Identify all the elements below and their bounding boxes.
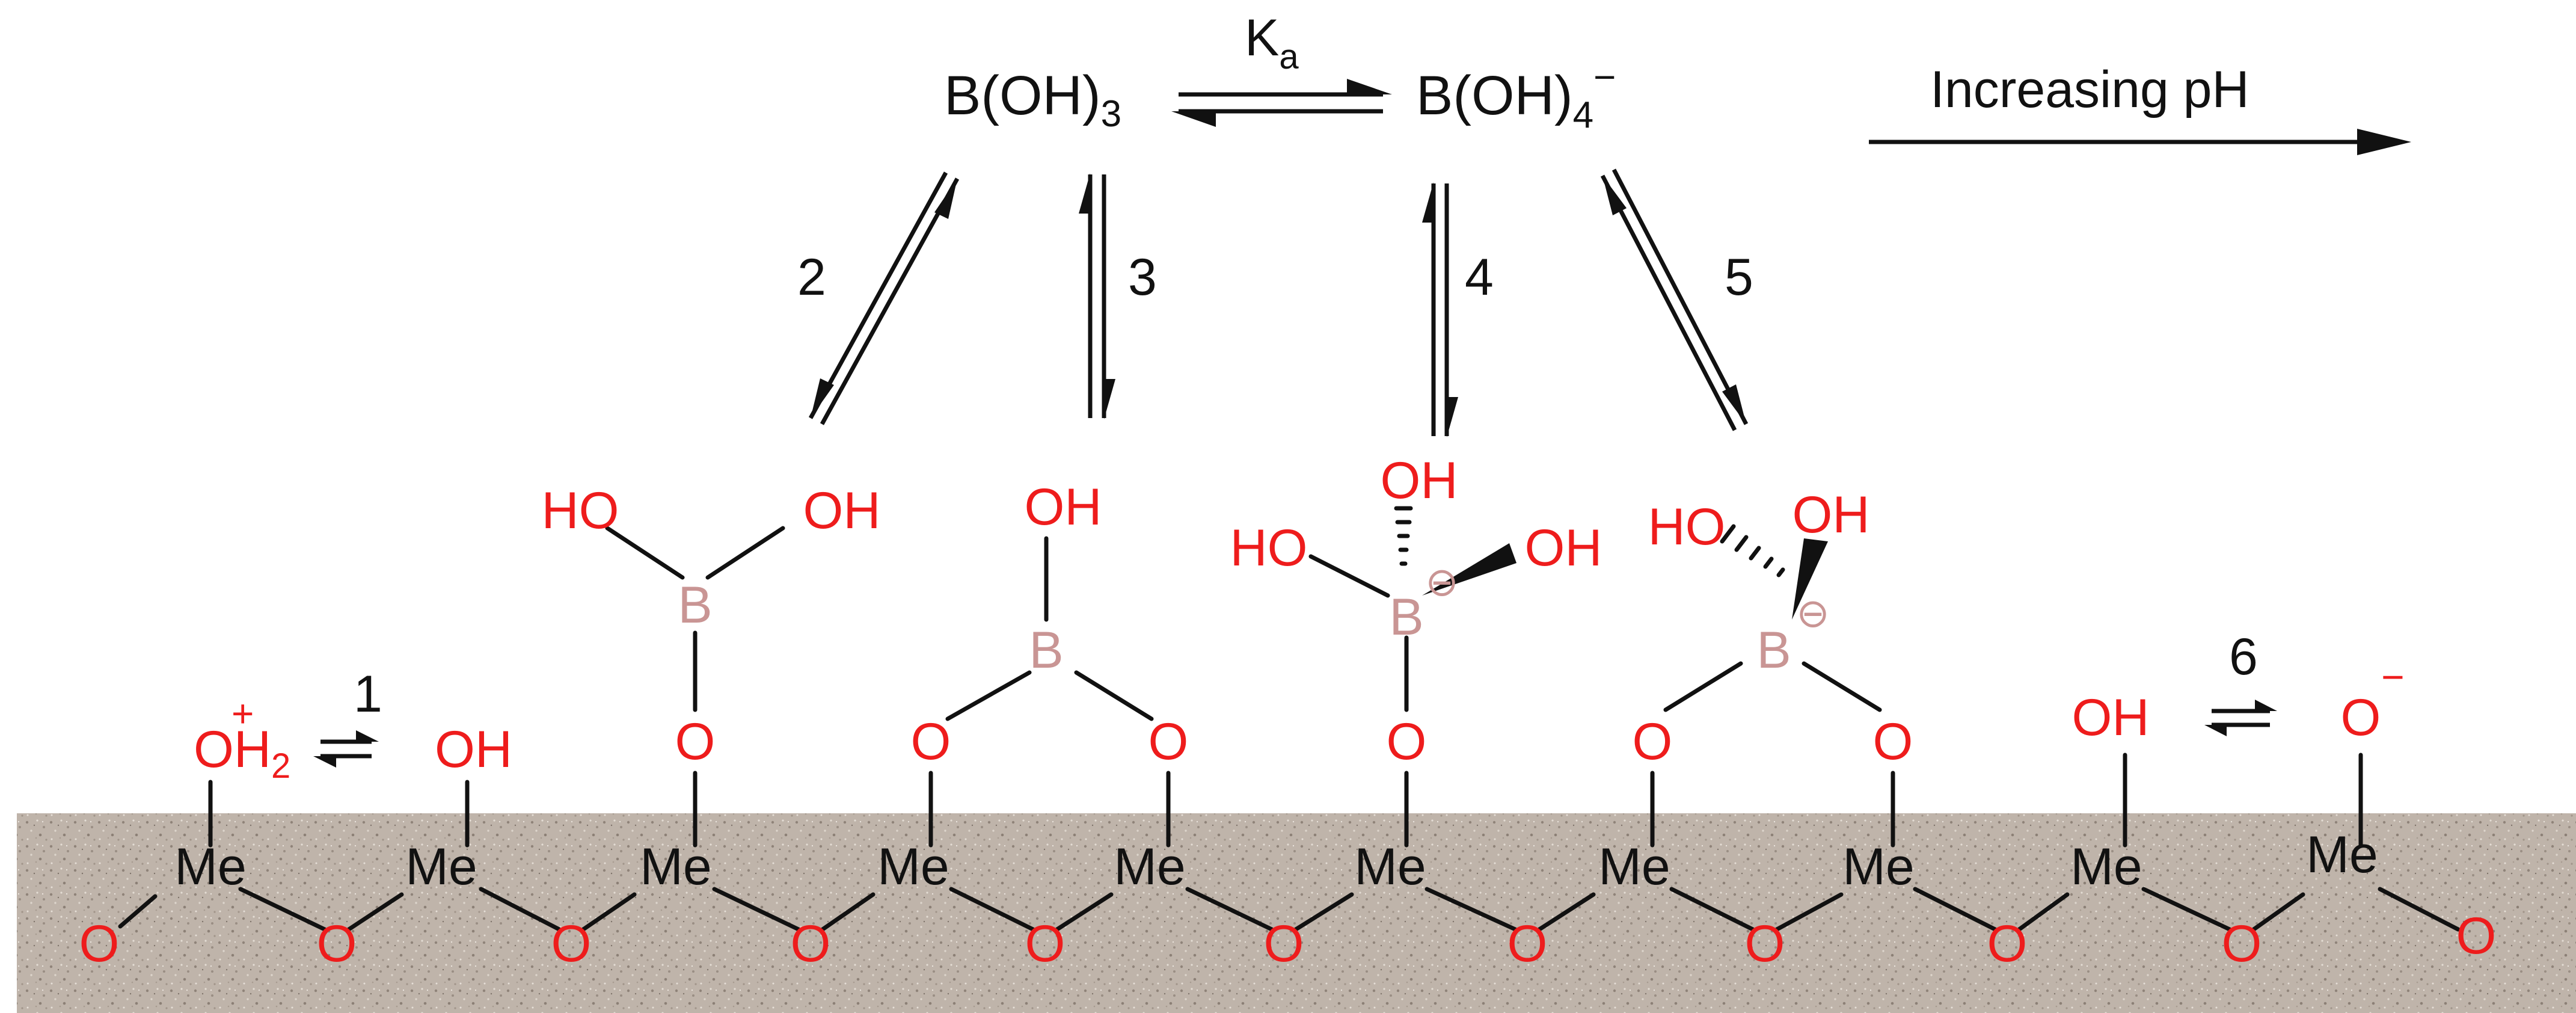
metal-atom: Me — [405, 838, 477, 896]
hydroxyl-group: OH — [1025, 478, 1102, 536]
metal-atom: Me — [1598, 838, 1670, 896]
metal-atom: Me — [1842, 838, 1914, 896]
hydroxyl-group: HO — [1648, 498, 1726, 556]
minus-charge: − — [2381, 654, 2405, 699]
bidentate-trigonal-complex: O O B OH — [911, 478, 1189, 771]
hydroxyl-group: HO — [542, 482, 619, 540]
oxygen-atom: O — [1987, 915, 2028, 973]
borate-label: B(OH)4− — [1416, 55, 1616, 136]
boron-atom: B — [1029, 621, 1063, 679]
reaction-arrow-2 — [808, 171, 960, 425]
metal-atoms: Me Me Me Me Me Me Me Me Me Me — [174, 826, 2378, 896]
reaction-label-3: 3 — [1128, 248, 1157, 306]
bridging-oxygens: O O O O O O O O O O O — [79, 907, 2497, 973]
monodentate-trigonal-complex: O B HO OH — [542, 482, 881, 771]
oxygen-atom: O — [675, 713, 716, 771]
hydroxyl-group: OH — [1792, 486, 1870, 544]
oxygen-atom: O — [1745, 915, 1785, 973]
oxygen-atom: O — [551, 915, 592, 973]
oxygen-atom: O — [1025, 915, 1066, 973]
metal-atom: Me — [2306, 826, 2378, 884]
metal-atom: Me — [2070, 838, 2142, 896]
hydroxyl-group: OH — [803, 482, 881, 540]
oxygen-atom: O — [79, 915, 120, 973]
plus-charge: + — [232, 692, 254, 735]
mineral-surface — [17, 813, 2576, 1013]
reaction-label-1: 1 — [354, 665, 382, 723]
oxygen-atom: O — [317, 915, 357, 973]
boron-atom: B — [678, 576, 712, 634]
metal-atom: Me — [1114, 838, 1185, 896]
hydroxyl-group: HO — [1230, 519, 1308, 577]
hydroxyl-group: OH — [1381, 452, 1458, 510]
ka-equilibrium-arrow — [1171, 79, 1392, 127]
increasing-ph-arrow — [1869, 129, 2411, 155]
boron-atom: B — [1756, 621, 1791, 679]
surface-bonds — [118, 526, 2461, 932]
metal-atom: Me — [1354, 838, 1426, 896]
bidentate-tetrahedral-complex: O O B ⊖ HO OH — [1633, 486, 1913, 771]
oxygen-atom: O — [791, 915, 831, 973]
hydroxyl-site: OH — [435, 721, 512, 778]
boron-atom: B — [1389, 588, 1423, 646]
protonated-site: OH2 + — [194, 692, 290, 786]
reaction-arrow-1 — [313, 730, 379, 768]
oxygen-atom: O — [1148, 713, 1189, 771]
metal-atom: Me — [877, 838, 949, 896]
reaction-label-4: 4 — [1465, 248, 1494, 306]
reaction-arrow-3 — [1079, 173, 1115, 419]
reaction-label-6: 6 — [2229, 628, 2258, 686]
reaction-arrow-6 — [2204, 700, 2277, 736]
reaction-label-2: 2 — [797, 248, 826, 306]
oxygen-atom: O — [1633, 713, 1673, 771]
hydroxyl-site: OH — [2072, 689, 2150, 747]
reaction-arrow-4 — [1422, 182, 1458, 437]
svg-text:OH2: OH2 — [194, 721, 290, 786]
oxygen-atom: O — [1264, 915, 1304, 973]
reaction-label-5: 5 — [1725, 248, 1753, 306]
hydroxyl-group: OH — [1525, 519, 1602, 577]
oxygen-atom: O — [911, 713, 951, 771]
ka-label: Ka — [1245, 9, 1299, 76]
stereo-bonds — [1394, 506, 1828, 620]
increasing-ph-label: Increasing pH — [1930, 61, 2249, 119]
negative-charge: ⊖ — [1425, 559, 1458, 604]
oxygen-atom: O — [2222, 915, 2262, 973]
deprotonated-site: O − — [2341, 654, 2405, 747]
negative-charge: ⊖ — [1796, 591, 1829, 635]
oxygen-atom: O — [2341, 689, 2381, 747]
monodentate-tetrahedral-complex: O B ⊖ OH HO OH — [1230, 452, 1602, 771]
oxygen-atom: O — [1507, 915, 1548, 973]
oxygen-atom: O — [1873, 713, 1913, 771]
oxygen-atom: O — [2456, 907, 2497, 965]
reaction-arrow-5 — [1600, 168, 1749, 431]
oxygen-atom: O — [1387, 713, 1427, 771]
metal-atom: Me — [174, 838, 246, 896]
boric-acid-label: B(OH)3 — [944, 65, 1121, 135]
metal-atom: Me — [640, 838, 711, 896]
